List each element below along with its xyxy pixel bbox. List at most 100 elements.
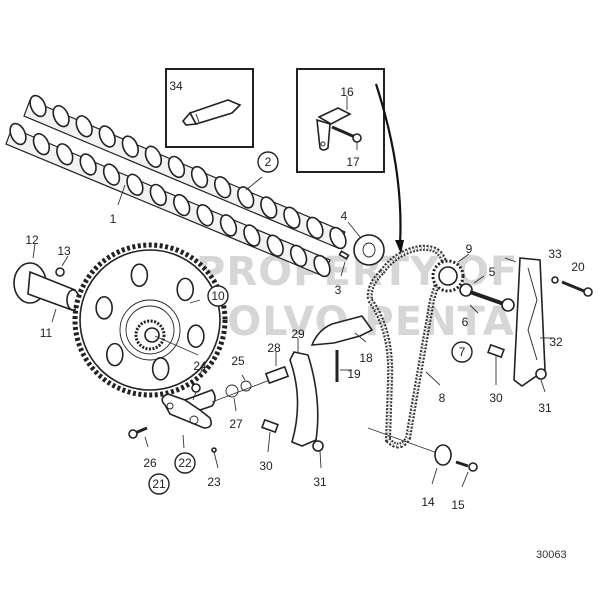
part-label-8: 8 bbox=[439, 391, 446, 405]
part-number: 8 bbox=[439, 391, 446, 405]
cam-lobe bbox=[29, 94, 47, 118]
chain-guide-rail bbox=[504, 257, 553, 387]
gear-hole bbox=[130, 263, 149, 287]
arrow-head-icon bbox=[395, 240, 404, 254]
cam-lobe bbox=[121, 135, 139, 158]
washer-part bbox=[312, 440, 324, 452]
part-number: 28 bbox=[267, 341, 281, 355]
cam-lobe bbox=[56, 143, 74, 166]
part-label-20: 20 bbox=[571, 260, 585, 274]
plunger-part bbox=[264, 365, 290, 385]
cam-lobe bbox=[102, 163, 121, 186]
gear-hole bbox=[187, 324, 205, 348]
washer-part bbox=[551, 276, 559, 284]
part-number: 31 bbox=[313, 475, 327, 489]
cam-lobe bbox=[79, 153, 97, 176]
inset-frame bbox=[165, 68, 254, 148]
part-label-6: 6 bbox=[462, 315, 469, 329]
cam-lobe bbox=[144, 145, 163, 168]
cam-lobe bbox=[237, 186, 255, 209]
inset-frame bbox=[296, 68, 385, 173]
part-label-13: 13 bbox=[57, 244, 71, 258]
label-circle bbox=[148, 473, 170, 495]
part-number: 26 bbox=[143, 456, 157, 470]
part-number: 20 bbox=[571, 260, 585, 274]
part-number: 31 bbox=[538, 401, 552, 415]
cam-lobe bbox=[196, 204, 214, 227]
cam-lobe bbox=[32, 132, 51, 156]
part-number: 32 bbox=[549, 335, 563, 349]
bracket-icon bbox=[316, 107, 352, 151]
cam-lobe bbox=[289, 244, 308, 268]
part-number: 27 bbox=[229, 417, 243, 431]
part-label-24: 24 bbox=[193, 359, 207, 373]
cam-lobe bbox=[243, 224, 261, 247]
part-number: 22 bbox=[178, 456, 192, 470]
arrow-line bbox=[374, 83, 402, 245]
label-circle bbox=[451, 341, 473, 363]
camshaft-lower bbox=[5, 122, 331, 278]
gear-hole bbox=[176, 277, 195, 302]
part-label-26: 26 bbox=[143, 456, 157, 470]
bolt-part bbox=[455, 460, 469, 468]
part-number: 6 bbox=[462, 315, 469, 329]
gear-hole bbox=[151, 357, 170, 381]
bolt-head bbox=[468, 462, 478, 472]
part-number: 29 bbox=[291, 327, 305, 341]
washer-part bbox=[459, 283, 473, 297]
part-label-11: 11 bbox=[40, 326, 53, 340]
part-number: 1 bbox=[110, 212, 117, 226]
part-label-9: 9 bbox=[466, 242, 473, 256]
part-number: 3 bbox=[335, 283, 342, 297]
camshaft-upper bbox=[23, 94, 347, 250]
part-label-1: 1 bbox=[110, 212, 117, 226]
cam-lobe bbox=[167, 155, 186, 179]
part-label-29: 29 bbox=[291, 327, 305, 341]
key-part bbox=[338, 250, 350, 260]
part-number: 13 bbox=[57, 244, 71, 258]
part-label-27: 27 bbox=[229, 417, 243, 431]
cam-lobe bbox=[283, 206, 301, 229]
part-number: 33 bbox=[548, 247, 562, 261]
part-label-19: 19 bbox=[347, 367, 361, 381]
part-label-21: 21 bbox=[148, 473, 170, 495]
part-number: 4 bbox=[341, 209, 348, 223]
cam-lobe bbox=[149, 183, 167, 207]
cam-lobe bbox=[313, 254, 331, 278]
part-number: 7 bbox=[459, 345, 466, 359]
bolt-head bbox=[128, 429, 138, 439]
nipple-part bbox=[211, 447, 217, 453]
cam-lobe bbox=[75, 115, 93, 138]
bolt-head bbox=[583, 287, 593, 297]
sealant-tube-inset bbox=[165, 68, 254, 148]
part-label-30b: 30 bbox=[489, 391, 503, 405]
part-number: 10 bbox=[211, 289, 225, 303]
cam-lobe bbox=[306, 216, 324, 240]
part-label-18: 18 bbox=[359, 351, 373, 365]
o-ring-part bbox=[240, 380, 252, 392]
part-number: 24 bbox=[193, 359, 207, 373]
part-number: 34 bbox=[169, 79, 183, 93]
part-number: 16 bbox=[340, 85, 354, 99]
part-label-31: 31 bbox=[313, 475, 327, 489]
label-circle bbox=[257, 151, 279, 173]
cam-lobe bbox=[190, 165, 209, 189]
part-label-12: 12 bbox=[25, 233, 39, 247]
part-number: 2 bbox=[265, 155, 272, 169]
part-number: 15 bbox=[451, 498, 465, 512]
cam-lobe bbox=[266, 234, 284, 257]
part-number: 12 bbox=[25, 233, 39, 247]
cam-lobe bbox=[260, 196, 278, 219]
part-number: 9 bbox=[466, 242, 473, 256]
cam-lobe bbox=[9, 122, 27, 146]
part-label-23: 23 bbox=[207, 475, 221, 489]
part-label-34: 34 bbox=[169, 79, 183, 93]
pin-part bbox=[487, 343, 505, 359]
part-label-10: 10 bbox=[207, 285, 229, 307]
part-number: 19 bbox=[347, 367, 361, 381]
part-number: 30 bbox=[259, 459, 273, 473]
reference-number: 30063 bbox=[536, 549, 567, 561]
cam-lobe bbox=[126, 173, 144, 196]
